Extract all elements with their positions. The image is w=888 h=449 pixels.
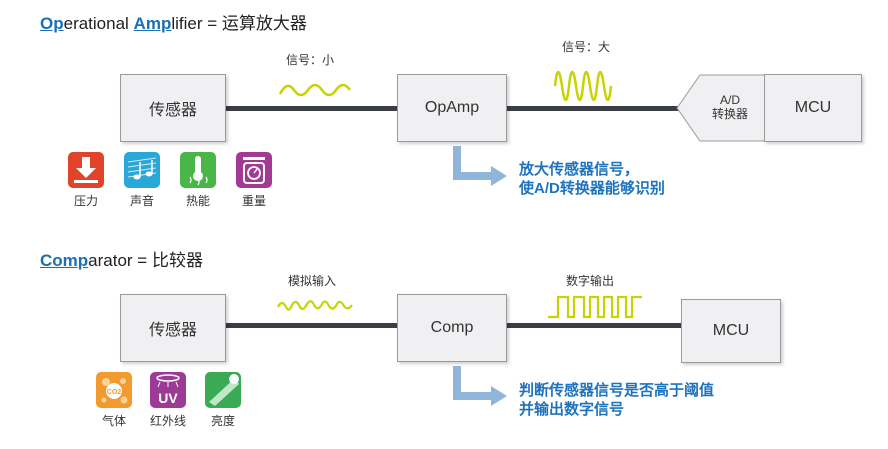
uv-label: 红外线 (149, 414, 186, 428)
title-text: arator = 比较器 (88, 251, 203, 270)
title-highlight-op: Op (40, 14, 64, 33)
opamp-title: Operational Amplifier = 运算放大器 (40, 9, 307, 34)
analog-input-label: 模拟输入 (288, 274, 337, 288)
digital-wave-icon (548, 295, 642, 319)
pressure-icon (68, 152, 104, 188)
sensor-label: 传感器 (148, 322, 197, 339)
comp-box: Comp (397, 294, 507, 362)
scale-icon (236, 152, 272, 188)
note-line1: 放大传感器信号， (519, 161, 640, 178)
opamp-note: 放大传感器信号， 使A/D转换器能够识别 (519, 160, 665, 198)
comp-note: 判断传感器信号是否高于阈值 并输出数字信号 (519, 381, 714, 419)
sensor-box: 传感器 (120, 74, 226, 142)
thermometer-icon (180, 152, 216, 188)
digital-output-label: 数字输出 (566, 274, 615, 288)
large-wave-icon (553, 70, 613, 102)
opamp-label: OpAmp (424, 99, 480, 116)
adc-label-line2: 转换器 (711, 107, 748, 121)
mcu-box: MCU (681, 299, 781, 363)
sensor-box: 传感器 (120, 294, 226, 362)
note-line2: 使A/D转换器能够识别 (519, 180, 665, 197)
sound-icon (124, 152, 160, 188)
arrow-icon (453, 366, 507, 406)
small-wave-icon (278, 83, 352, 97)
weight-label: 重量 (241, 194, 266, 208)
title-text: erational (63, 14, 134, 33)
title-highlight-comp: Comp (40, 251, 89, 270)
signal-large-label: 信号：大 (562, 40, 611, 54)
sound-label: 声音 (129, 194, 154, 208)
note-line1: 判断传感器信号是否高于阈值 (519, 382, 715, 399)
gas-label: 气体 (101, 414, 126, 428)
opamp-box: OpAmp (397, 74, 507, 142)
mcu-label: MCU (712, 322, 750, 339)
comp-label: Comp (430, 319, 474, 336)
arrow-icon (453, 146, 507, 186)
analog-wave-icon (277, 300, 353, 311)
pressure-label: 压力 (73, 194, 98, 208)
adc-block: A/D 转换器 (676, 74, 766, 142)
heat-label: 热能 (185, 194, 210, 208)
comparator-title: Comparator = 比较器 (40, 246, 203, 271)
uv-text: UV (158, 390, 178, 406)
sensor-label: 传感器 (148, 102, 197, 119)
brightness-icon (205, 372, 241, 408)
title-highlight-amp: Amp (133, 14, 172, 33)
signal-small-label: 信号：小 (286, 53, 335, 67)
brightness-label: 亮度 (210, 414, 235, 428)
mcu-box: MCU (764, 74, 862, 142)
uv-icon: UV (150, 372, 186, 408)
note-line2: 并输出数字信号 (519, 401, 625, 418)
title-text: lifier = 运算放大器 (171, 14, 307, 33)
mcu-label: MCU (794, 99, 832, 116)
gas-icon: CO2 (96, 372, 132, 408)
co2-text: CO2 (107, 389, 122, 396)
adc-label-line1: A/D (719, 93, 740, 107)
adc-label: A/D 转换器 (702, 93, 758, 121)
